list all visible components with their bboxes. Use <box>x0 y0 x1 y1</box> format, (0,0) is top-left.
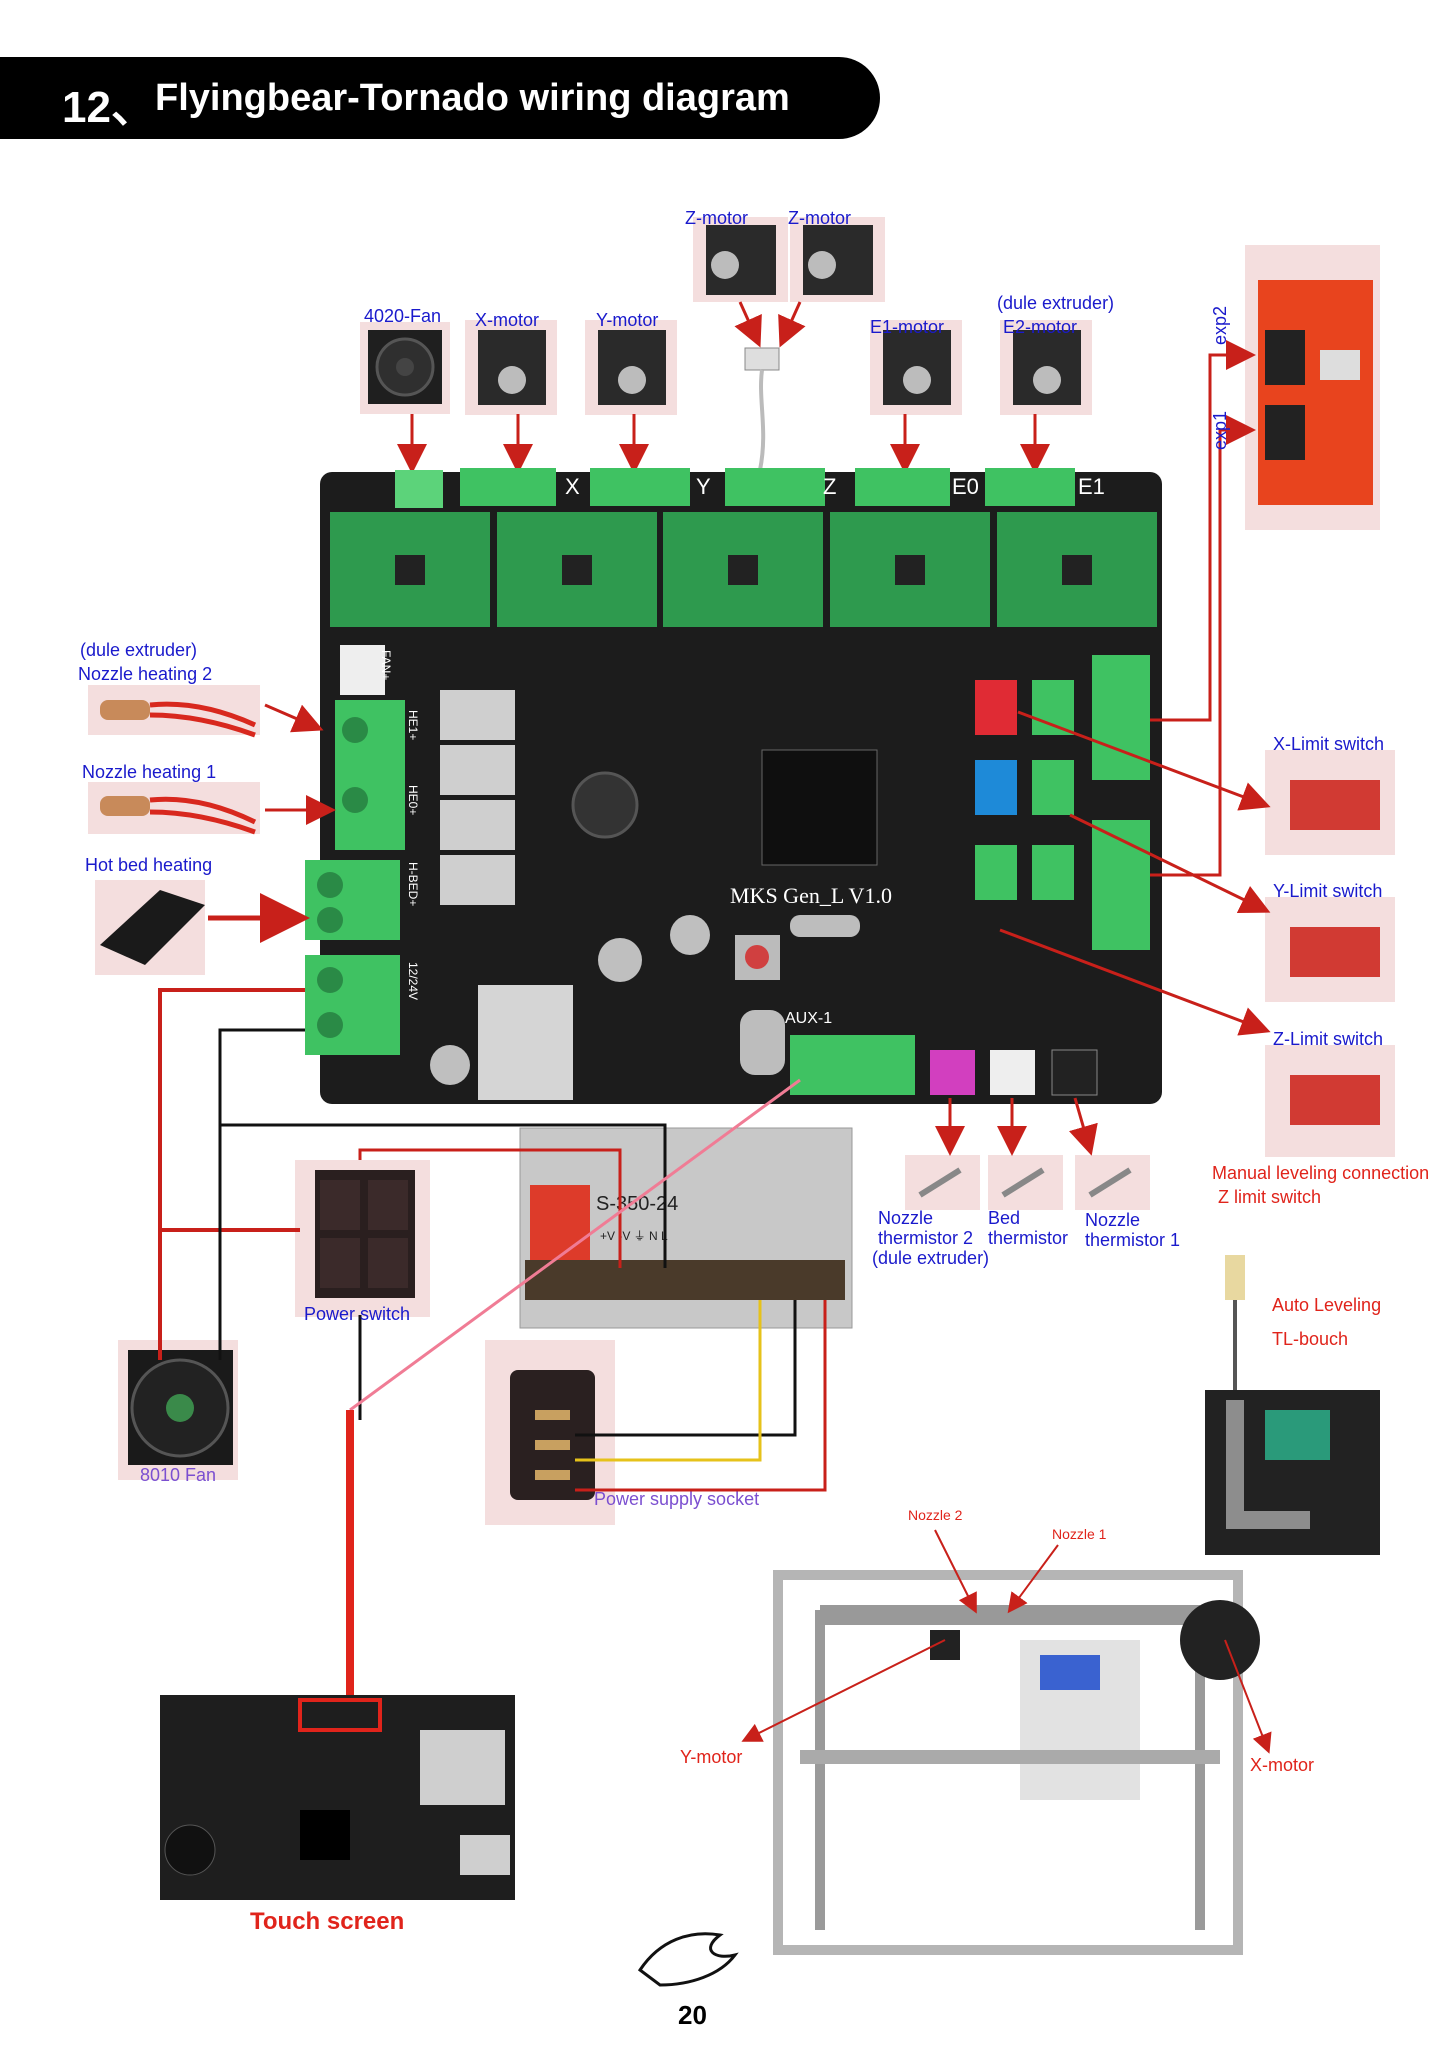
printer-nozzle-1-label: Nozzle 1 <box>1052 1526 1107 1542</box>
z-motor-1-image <box>693 217 788 302</box>
power-socket-image <box>485 1340 615 1525</box>
aux-pink-wire <box>349 1078 801 1412</box>
nozzle-thermistor-2-label-line3: (dule extruder) <box>872 1248 990 1268</box>
x-limit-switch-image <box>1265 750 1395 855</box>
section-number: 12、 <box>62 83 155 132</box>
flyingbear-logo <box>637 1932 739 1987</box>
nozzle-thermistor-2-label-line2: thermistor 2 <box>878 1228 974 1248</box>
e1-motor-image <box>870 320 962 415</box>
printer-arrows <box>741 1529 1272 1754</box>
hbed-plus-label: H-BED+ <box>406 862 420 907</box>
exp1-label: exp1 <box>1210 410 1230 450</box>
nozzle-heater-2-image <box>88 685 260 738</box>
page-number: 20 <box>678 2000 707 2030</box>
axis-x-label: X <box>565 474 580 499</box>
power-wires <box>158 988 827 1492</box>
nozzle-heater-1-image <box>88 782 260 835</box>
e2-motor-image <box>1000 320 1092 415</box>
hot-bed-image <box>95 880 205 975</box>
z-motor-label-2: Z-motor <box>788 208 851 228</box>
z-motor-2-image <box>790 217 885 302</box>
x-limit-switch-label: X-Limit switch <box>1273 734 1385 754</box>
limit-switch-arrows <box>999 710 1271 1036</box>
thermistor-arrows <box>935 1097 1098 1156</box>
printer-x-motor-label: X-motor <box>1250 1755 1315 1775</box>
thermistor-images <box>905 1155 1150 1210</box>
lcd-adapter-board <box>1245 245 1380 530</box>
axis-z-label: Z <box>823 474 837 499</box>
fan-4020-label: 4020-Fan <box>364 306 442 326</box>
manual-leveling-label-line2: Z limit switch <box>1218 1187 1321 1207</box>
he1-plus-label: HE1+ <box>406 710 420 741</box>
bed-thermistor-label-line1: Bed <box>988 1208 1021 1228</box>
printer-image <box>773 1570 1260 1955</box>
z-limit-switch-label: Z-Limit switch <box>1273 1029 1384 1049</box>
axis-y-label: Y <box>696 474 711 499</box>
y-motor-image <box>585 320 677 415</box>
aux1-label: AUX-1 <box>785 1010 833 1027</box>
nozzle-heating-2-label-line1: (dule extruder) <box>80 640 198 660</box>
touch-screen-label: Touch screen <box>250 1908 405 1935</box>
nozzle-thermistor-2-label-line1: Nozzle <box>878 1208 934 1228</box>
auto-leveling-label: Auto Leveling <box>1272 1295 1382 1315</box>
power-switch-label: Power switch <box>304 1304 411 1324</box>
y-limit-switch-image <box>1265 897 1395 1002</box>
header-banner: 12、 Flyingbear-Tornado wiring diagram <box>0 57 880 139</box>
printer-y-motor-label: Y-motor <box>680 1747 743 1767</box>
tl-bouch-label: TL-bouch <box>1272 1329 1349 1349</box>
z-motor-label-1: Z-motor <box>685 208 748 228</box>
z-splitter-connector <box>744 347 780 471</box>
x-motor-image <box>465 320 557 415</box>
axis-e1-label: E1 <box>1078 474 1105 499</box>
power-switch-image <box>295 1160 430 1317</box>
psu-image <box>519 1127 853 1329</box>
fan-4020-image <box>360 322 450 414</box>
he0-plus-label: HE0+ <box>406 785 420 816</box>
power-socket-label: Power supply socket <box>594 1489 760 1509</box>
axis-e0-label: E0 <box>952 474 979 499</box>
manual-leveling-label-line1: Manual leveling connection <box>1212 1163 1430 1183</box>
printer-nozzle-2-label: Nozzle 2 <box>908 1507 963 1523</box>
power-12-24v-label: 12/24V <box>406 962 420 1001</box>
y-limit-switch-label: Y-Limit switch <box>1273 881 1383 901</box>
nozzle-heating-2-label-line2: Nozzle heating 2 <box>78 664 213 684</box>
e1-motor-label: E1-motor <box>870 317 945 337</box>
exp2-label: exp2 <box>1210 305 1230 345</box>
psu-terminals: +V -V ⏚ N L <box>600 1229 668 1243</box>
board-model-label: MKS Gen_L V1.0 <box>730 883 892 908</box>
auto-leveling-sensor-image <box>1205 1255 1380 1555</box>
nozzle-thermistor-1-label-line2: thermistor 1 <box>1085 1230 1181 1250</box>
motor-arrows <box>397 301 1050 474</box>
fan-plus-label: FAN+ <box>379 650 393 681</box>
x-motor-label: X-motor <box>475 310 540 330</box>
mks-gen-l-board <box>305 468 1162 1104</box>
fan-8010-label: 8010 Fan <box>140 1465 217 1485</box>
nozzle-heating-1-label: Nozzle heating 1 <box>82 762 217 782</box>
exp-wires <box>1150 340 1256 877</box>
psu-model: S-350-24 <box>596 1193 678 1215</box>
nozzle-thermistor-1-label-line1: Nozzle <box>1085 1210 1141 1230</box>
page-title: Flyingbear-Tornado wiring diagram <box>155 77 790 119</box>
fan-8010-image <box>118 1340 238 1480</box>
e2-motor-label: E2-motor <box>1003 317 1078 337</box>
hot-bed-heating-label: Hot bed heating <box>85 855 213 875</box>
heater-arrows <box>264 703 336 825</box>
bed-thermistor-label-line2: thermistor <box>988 1228 1069 1248</box>
y-motor-label: Y-motor <box>596 310 659 330</box>
touch-screen-board-image <box>160 1695 515 1900</box>
z-limit-switch-image <box>1265 1045 1395 1157</box>
dule-extruder-label: (dule extruder) <box>997 293 1115 313</box>
